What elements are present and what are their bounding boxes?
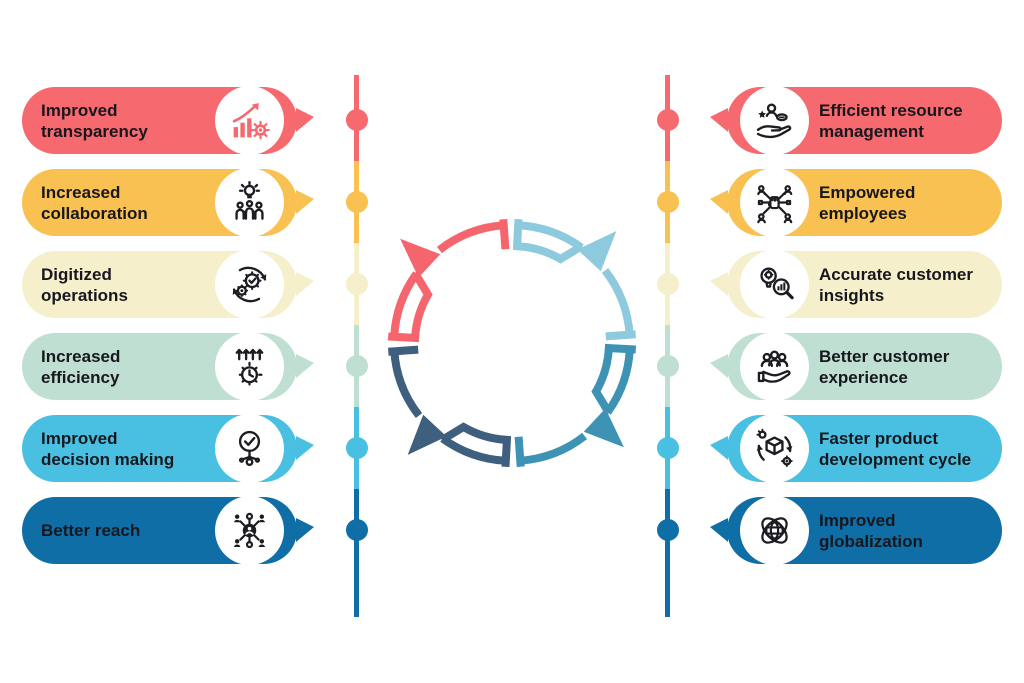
timeline-dot (657, 273, 679, 295)
timeline-segment (354, 489, 359, 617)
benefit-label: Accurate customer insights (819, 264, 974, 305)
gears-cycle-icon (215, 250, 284, 319)
benefit-label: Improved globalization (819, 510, 923, 551)
benefit-bubble-faster-product-development-cycle: Faster product development cycle (710, 414, 1002, 483)
bubble-tail (296, 108, 314, 132)
timeline-dot (657, 191, 679, 213)
benefit-bubble-empowered-employees: Empowered employees (710, 168, 1002, 237)
timeline-dot (657, 437, 679, 459)
benefit-bubble-accurate-customer-insights: Accurate customer insights (710, 250, 1002, 319)
benefit-label: Better customer experience (819, 346, 950, 387)
benefit-bubble-increased-collaboration: Increased collaboration (22, 168, 314, 237)
bubble-tail (296, 354, 314, 378)
benefit-label: Improved transparency (41, 100, 148, 141)
timeline-segment (665, 489, 670, 617)
benefit-label: Empowered employees (819, 182, 916, 223)
bulb-magnifier-icon (740, 250, 809, 319)
timeline-dot (346, 273, 368, 295)
timeline-dot (346, 191, 368, 213)
benefit-bubble-improved-decision-making: Improved decision making (22, 414, 314, 483)
benefit-label: Efficient resource management (819, 100, 963, 141)
bubble-tail (710, 354, 728, 378)
timeline-dot (346, 355, 368, 377)
bubble-tail (296, 518, 314, 542)
timeline-dot (346, 437, 368, 459)
bubble-tail (296, 436, 314, 460)
globalization-globe-icon (740, 496, 809, 565)
bubble-tail (710, 436, 728, 460)
bubble-tail (710, 108, 728, 132)
growth-chart-gear-icon (215, 86, 284, 155)
benefit-label: Increased collaboration (41, 182, 148, 223)
bubble-tail (296, 272, 314, 296)
benefit-label: Improved decision making (41, 428, 175, 469)
benefit-bubble-improved-globalization: Improved globalization (710, 496, 1002, 565)
cycle-arrow-top-right (517, 219, 636, 336)
benefit-label: Digitized operations (41, 264, 128, 305)
bubble-tail (710, 272, 728, 296)
decision-checkmark-icon (215, 414, 284, 483)
bubble-tail (710, 518, 728, 542)
benefit-label: Increased efficiency (41, 346, 121, 387)
benefit-label: Faster product development cycle (819, 428, 972, 469)
network-reach-icon (215, 496, 284, 565)
efficiency-gear-arrows-icon (215, 332, 284, 401)
benefit-label: Better reach (41, 521, 141, 540)
timeline-dot (657, 519, 679, 541)
bubble-tail (296, 190, 314, 214)
timeline-dot (346, 109, 368, 131)
timeline-dot (657, 355, 679, 377)
hand-resources-icon (740, 86, 809, 155)
benefit-bubble-efficient-resource-management: Efficient resource management (710, 86, 1002, 155)
benefit-bubble-better-customer-experience: Better customer experience (710, 332, 1002, 401)
benefit-bubble-digitized-operations: Digitized operations (22, 250, 314, 319)
benefit-bubble-increased-efficiency: Increased efficiency (22, 332, 314, 401)
benefit-bubble-improved-transparency: Improved transparency (22, 86, 314, 155)
cycle-arrow-top-left (388, 219, 505, 338)
empowered-fist-network-icon (740, 168, 809, 237)
digital-transformation-cycle-diagram (342, 173, 682, 513)
timeline-dot (657, 109, 679, 131)
cycle-arrow-bottom-right (519, 348, 636, 467)
customer-care-hand-icon (740, 332, 809, 401)
lightbulb-team-icon (215, 168, 284, 237)
product-cycle-box-icon (740, 414, 809, 483)
timeline-dot (346, 519, 368, 541)
cycle-arrow-bottom-left (388, 350, 507, 467)
bubble-tail (710, 190, 728, 214)
benefit-bubble-better-reach: Better reach (22, 496, 314, 565)
